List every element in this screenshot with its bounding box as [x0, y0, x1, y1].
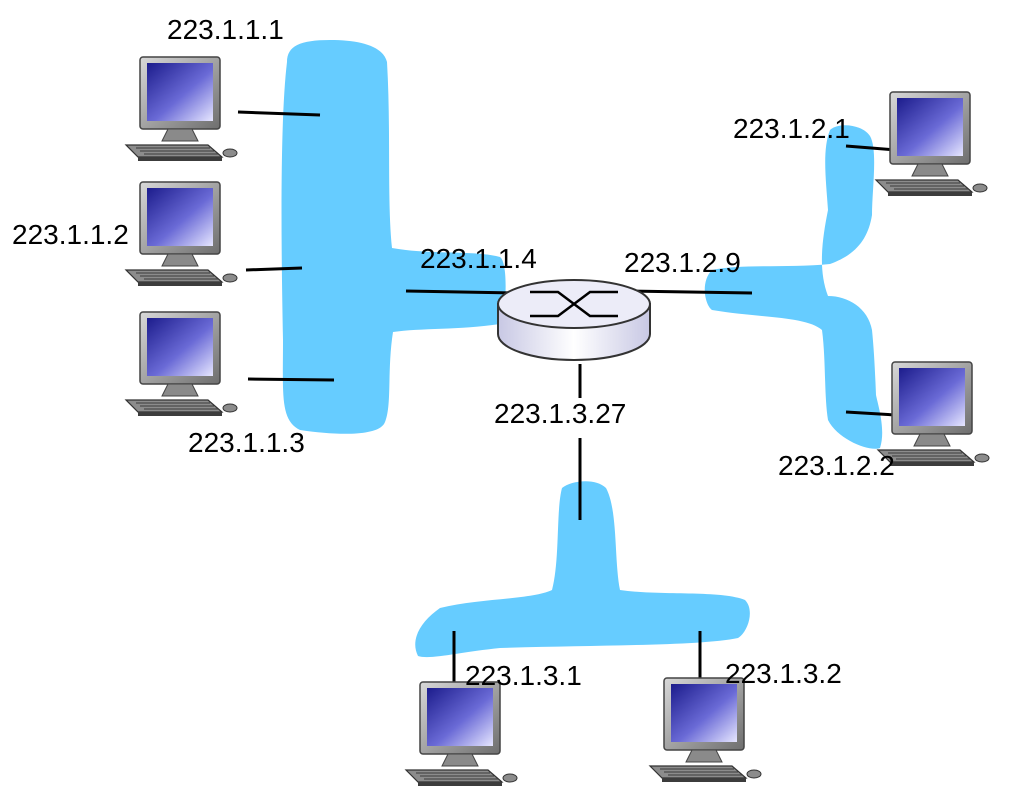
subnet-223-1-1: [281, 40, 506, 434]
link-host-1-2-1: [845, 144, 897, 152]
host-label-223-1-1-3: 223.1.1.3: [188, 427, 305, 458]
subnet-223-1-2: [704, 125, 883, 449]
network-blob: [415, 481, 750, 658]
desktop-computer-icon: [649, 677, 762, 783]
router-interface-label-223-1-1-4: 223.1.1.4: [420, 243, 537, 274]
subnet-223-1-3: [415, 481, 750, 658]
host-label-223-1-3-1: 223.1.3.1: [465, 660, 582, 691]
link-host-1-1-3: [247, 377, 335, 382]
link-router-if-1-1-4: [405, 289, 516, 295]
network-blob: [704, 125, 883, 449]
desktop-computer-icon: [125, 311, 238, 417]
links: [237, 110, 897, 682]
host-label-223-1-1-2: 223.1.1.2: [12, 219, 129, 250]
link-host-1-2-2: [845, 410, 897, 417]
host-label-223-1-3-2: 223.1.3.2: [725, 658, 842, 689]
link-host-1-1-1: [237, 110, 321, 117]
network-blob: [281, 40, 506, 434]
host-label-223-1-1-1: 223.1.1.1: [167, 14, 284, 45]
host-label-223-1-2-1: 223.1.2.1: [733, 113, 850, 144]
desktop-computer-icon: [125, 56, 238, 162]
link-router-if-1-2-9: [629, 289, 753, 295]
host-label-223-1-2-2: 223.1.2.2: [778, 450, 895, 481]
router-icon: [497, 279, 651, 361]
desktop-computer-icon: [405, 681, 518, 787]
link-host-1-1-2: [245, 266, 303, 272]
desktop-computer-icon: [125, 181, 238, 287]
desktop-computer-icon: [875, 91, 988, 197]
router-interface-label-223-1-3-27: 223.1.3.27: [494, 398, 627, 429]
router-interface-label-223-1-2-9: 223.1.2.9: [624, 247, 741, 278]
